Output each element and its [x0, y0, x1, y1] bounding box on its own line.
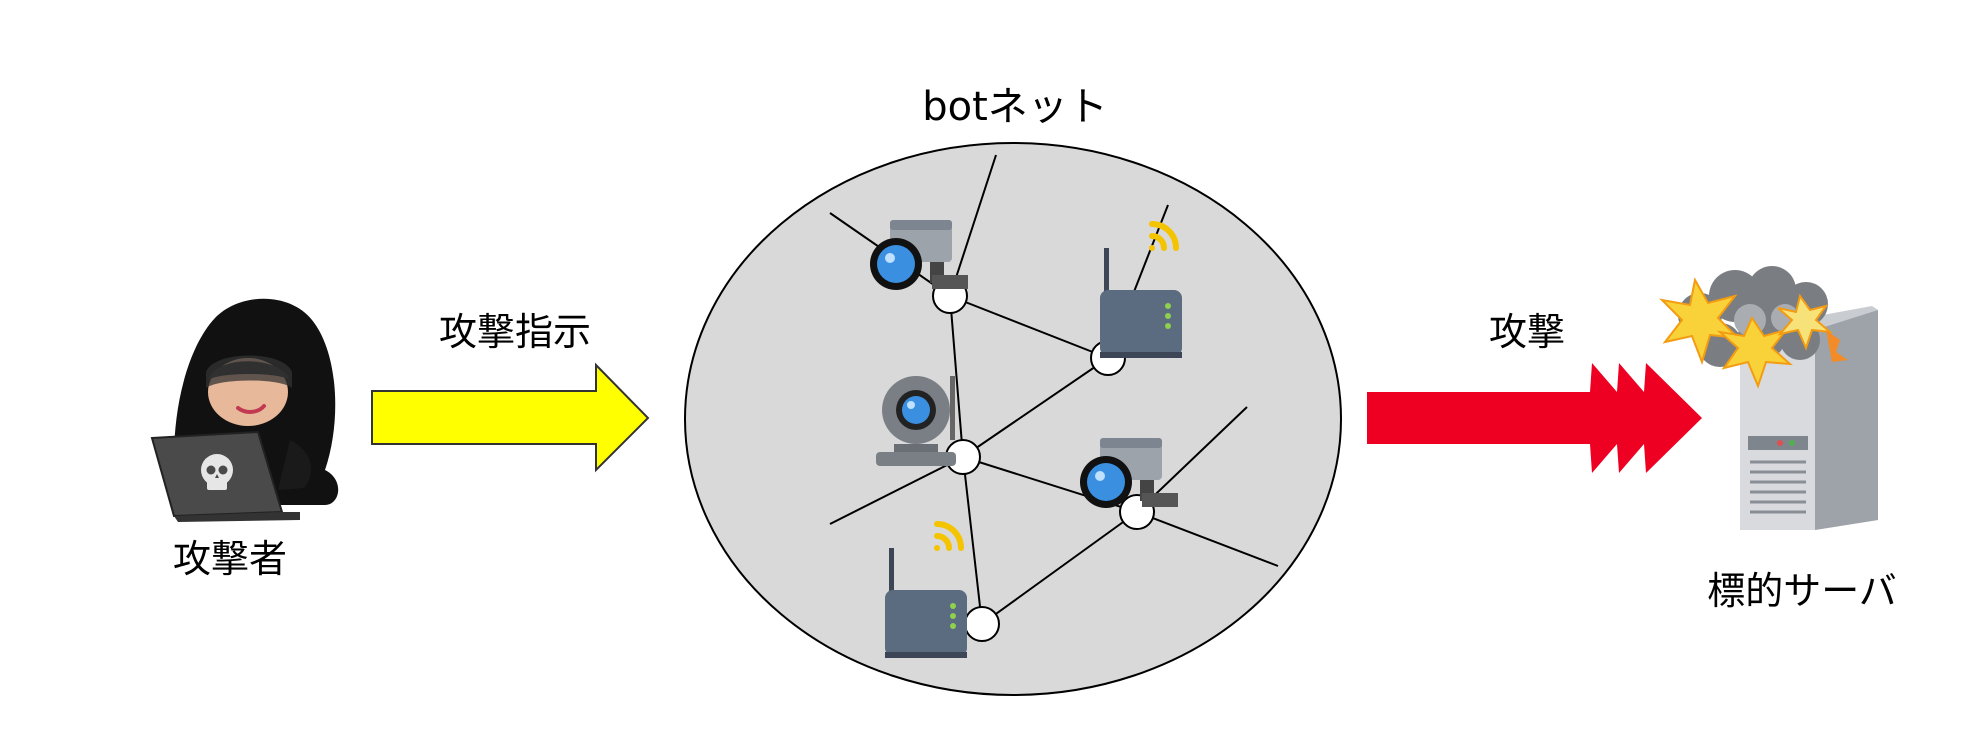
target-label: 標的サーバ — [1707, 569, 1897, 613]
instruction-label: 攻撃指示 — [439, 310, 591, 354]
attacker-label: 攻撃者 — [173, 537, 287, 581]
botnet-ellipse — [684, 142, 1342, 696]
exploding-server-icon — [1659, 266, 1878, 530]
laptop-icon — [150, 430, 300, 522]
wifi-signal-icon — [934, 521, 964, 551]
wifi-router-icon — [1100, 221, 1182, 358]
instruction-arrow — [371, 362, 650, 473]
security-camera-icon — [1080, 438, 1178, 508]
hooded-hacker-with-laptop-icon — [150, 298, 339, 522]
webcam-icon — [876, 376, 956, 466]
botnet-label: botネット — [922, 84, 1108, 130]
wifi-signal-icon — [1149, 221, 1179, 251]
security-camera-icon — [870, 220, 968, 290]
skull-icon — [201, 454, 233, 490]
attack-arrow — [1367, 363, 1702, 473]
attack-label: 攻撃 — [1489, 310, 1565, 354]
wifi-router-icon — [885, 521, 967, 658]
